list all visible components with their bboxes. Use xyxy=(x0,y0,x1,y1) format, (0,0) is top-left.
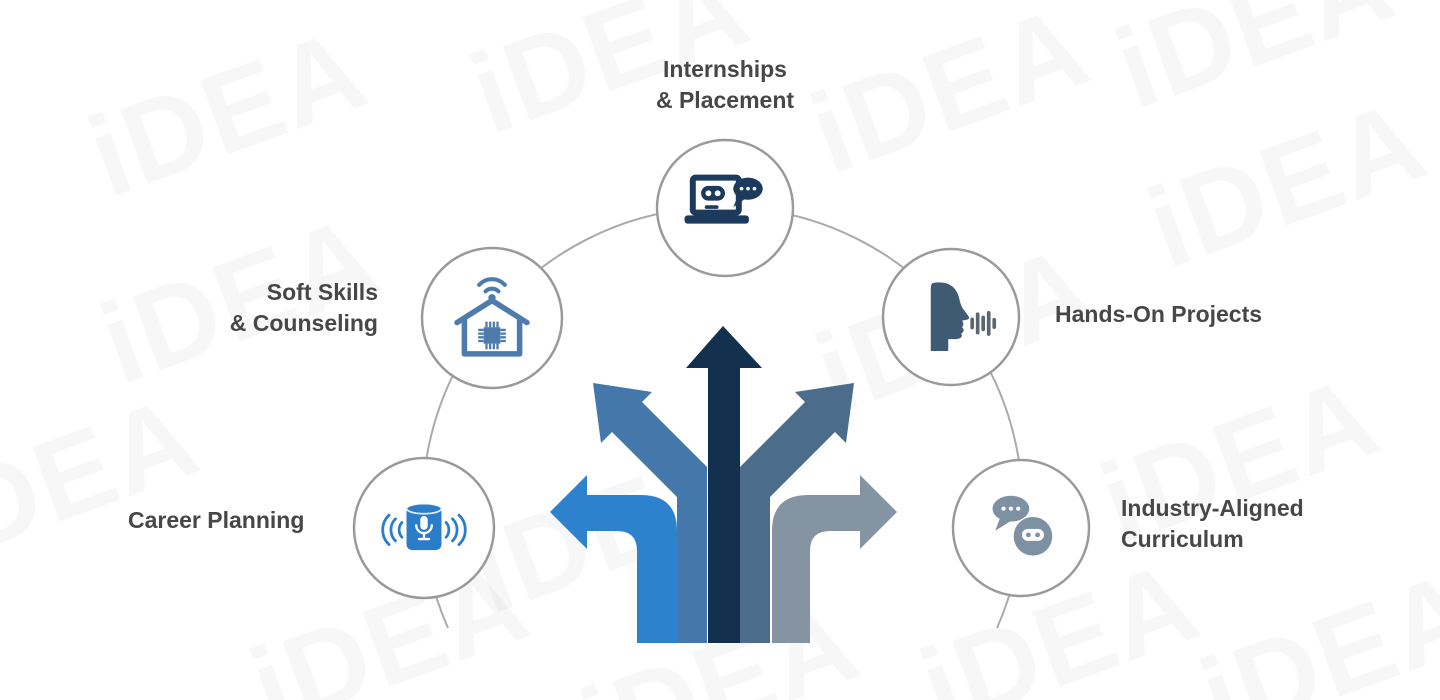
arrow-up-left xyxy=(593,383,707,643)
voice-wave-bars xyxy=(970,311,997,336)
node-circle-internships xyxy=(655,138,795,278)
arrow-up-right xyxy=(740,383,854,643)
node-label-industry: Industry-Aligned Curriculum xyxy=(1121,493,1440,555)
center-arrows xyxy=(550,326,897,643)
node-label-soft-skills: Soft Skills & Counseling xyxy=(126,277,378,339)
arrow-left xyxy=(550,475,677,643)
label-line: Soft Skills xyxy=(266,279,378,305)
label-line: Industry-Aligned xyxy=(1121,495,1304,521)
chatbot-laptop-icon xyxy=(684,174,763,224)
node-label-hands-on: Hands-On Projects xyxy=(1055,299,1385,330)
label-line: Hands-On Projects xyxy=(1055,301,1263,327)
label-line: & Placement xyxy=(655,87,795,113)
node-label-internships: Internships & Placement xyxy=(575,54,875,116)
node-circle-soft-skills xyxy=(420,246,564,390)
node-label-career: Career Planning xyxy=(128,505,428,536)
chatbot-conversation-icon xyxy=(992,495,1053,556)
label-line: Curriculum xyxy=(1121,526,1244,552)
arrow-right xyxy=(772,475,897,643)
label-line: Career Planning xyxy=(128,507,305,533)
talking-face-icon xyxy=(930,282,997,352)
arrow-up xyxy=(686,326,762,643)
label-line: & Counseling xyxy=(229,310,378,336)
smart-home-icon xyxy=(454,277,530,357)
label-line: Internships xyxy=(663,56,787,82)
smart-speaker-icon xyxy=(381,502,467,551)
